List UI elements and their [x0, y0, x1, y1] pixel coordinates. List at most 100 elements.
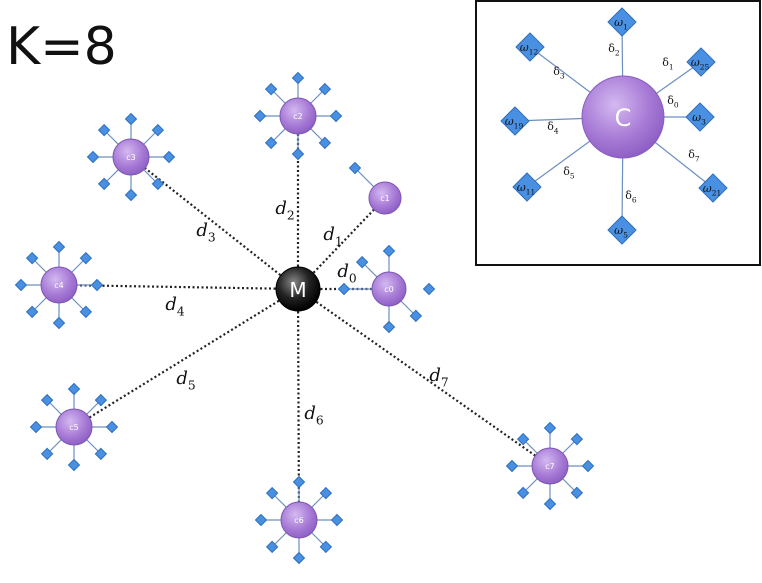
member-diamond-icon [516, 486, 530, 500]
inset-member-label-0-sub: 1 [623, 22, 628, 31]
inset-member-label-0-main: ω [614, 16, 623, 29]
member-diamond-icon [94, 393, 108, 407]
distance-label-c1: d1 [323, 224, 342, 248]
distance-label-c0-main: d [337, 261, 349, 282]
inset-member-label-7: ω12 [520, 41, 539, 56]
member-diamond-icon [264, 136, 278, 150]
member-diamond-icon [254, 513, 268, 527]
distance-label-c5-sub: 5 [188, 378, 196, 392]
member-diamond-icon [570, 486, 584, 500]
member-diamond-icon [570, 432, 584, 446]
inset-delta-label-3: δ7 [688, 148, 700, 163]
inset-delta-label-7: δ3 [553, 65, 565, 80]
member-diamond-icon [253, 109, 267, 123]
member-diamond-icon [52, 240, 66, 254]
distance-line-c5 [73, 288, 299, 428]
member-diamond-icon [329, 109, 343, 123]
cluster-node-c2 [279, 97, 317, 135]
member-diamond-icon [25, 251, 39, 265]
inset-delta-label-4-sub: 6 [632, 195, 637, 204]
member-diamond-icon [151, 123, 165, 137]
inset-delta-label-2-main: δ [667, 94, 674, 107]
distance-label-c2-main: d [275, 198, 287, 219]
distance-label-c0: d0 [337, 261, 356, 285]
inset-member-label-2: ω3 [692, 111, 706, 126]
cluster-label-c3: c3 [126, 153, 136, 162]
cluster-label-c5: c5 [69, 423, 79, 432]
inset-delta-label-6-sub: 4 [554, 126, 559, 135]
inset-member-label-1-main: ω [691, 56, 700, 69]
member-diamond-icon [52, 316, 66, 330]
member-diamond-icon [265, 486, 279, 500]
inset-delta-label-4: δ6 [625, 189, 637, 204]
inset-member-label-6-main: ω [505, 115, 514, 128]
cluster-node-c4 [40, 266, 78, 304]
member-diamond-icon [355, 255, 369, 269]
cluster-node-c0 [371, 271, 407, 307]
cluster-label-c6: c6 [294, 516, 304, 525]
cluster-label-c2: c2 [293, 112, 303, 121]
inset-member-label-1: ω25 [691, 56, 710, 71]
member-diamond-icon [516, 432, 530, 446]
member-diamond-icon [97, 123, 111, 137]
member-diamond-icon [40, 447, 54, 461]
cluster-label-c0: c0 [384, 285, 394, 294]
inset-delta-label-5-sub: 5 [570, 171, 575, 180]
member-diamond-icon [25, 305, 39, 319]
member-diamond-icon [291, 147, 305, 161]
cluster-node-c1 [368, 181, 402, 215]
inset-member-diamond-icon [607, 215, 637, 245]
distance-label-c6-main: d [304, 403, 316, 424]
inset-delta-label-6-main: δ [547, 120, 554, 133]
inset-delta-label-0: δ2 [608, 42, 620, 57]
center-node-m: M [275, 266, 321, 312]
distance-line-c3 [130, 156, 299, 290]
member-diamond-icon [543, 421, 557, 435]
member-diamond-icon [162, 150, 176, 164]
cluster-label-c7: c7 [545, 462, 555, 471]
member-diamond-icon [505, 459, 519, 473]
member-diamond-icon [105, 420, 119, 434]
member-diamond-icon [124, 188, 138, 202]
inset-member-label-4-sub: 5 [623, 230, 628, 239]
distance-label-c4-sub: 4 [177, 304, 185, 318]
inset-member-label-5-main: ω [517, 181, 526, 194]
member-diamond-icon [337, 282, 351, 296]
inset-delta-label-0-main: δ [608, 42, 615, 55]
member-diamond-icon [67, 458, 81, 472]
inset-member-label-3-sub: 21 [712, 188, 722, 197]
inset-member-diamond-icon [607, 7, 637, 37]
distance-label-c7-main: d [429, 365, 441, 386]
distance-label-c5: d5 [176, 368, 195, 392]
inset-delta-label-2: δ0 [667, 94, 679, 109]
member-diamond-icon [94, 447, 108, 461]
member-diamond-icon [67, 382, 81, 396]
distance-label-c2-sub: 2 [287, 208, 295, 222]
inset-member-diamond-icon [515, 32, 545, 62]
distance-label-c7: d7 [429, 365, 448, 389]
member-diamond-icon [264, 82, 278, 96]
inset-delta-label-1-main: δ [662, 56, 669, 69]
inset-member-label-3: ω21 [703, 182, 722, 197]
inset-delta-label-7-sub: 3 [560, 71, 565, 80]
inset-member-label-3-main: ω [703, 182, 712, 195]
member-diamond-icon [348, 161, 362, 175]
member-diamond-icon [79, 305, 93, 319]
distance-label-c1-sub: 1 [335, 234, 343, 248]
inset-delta-label-1: δ1 [662, 56, 673, 71]
k-heading: K=8 [6, 17, 117, 77]
distance-label-c4: d4 [165, 294, 185, 318]
inset-delta-label-1-sub: 1 [669, 62, 674, 71]
inset-cluster-circle [581, 75, 665, 159]
inset-member-label-6: ω19 [505, 115, 524, 130]
inset-center-label: C [615, 104, 632, 132]
member-diamond-icon [86, 150, 100, 164]
inset-member-diamond-icon [685, 102, 715, 132]
distance-label-c3-sub: 3 [208, 230, 216, 244]
center-node-label: M [289, 278, 306, 302]
member-diamond-icon [318, 136, 332, 150]
